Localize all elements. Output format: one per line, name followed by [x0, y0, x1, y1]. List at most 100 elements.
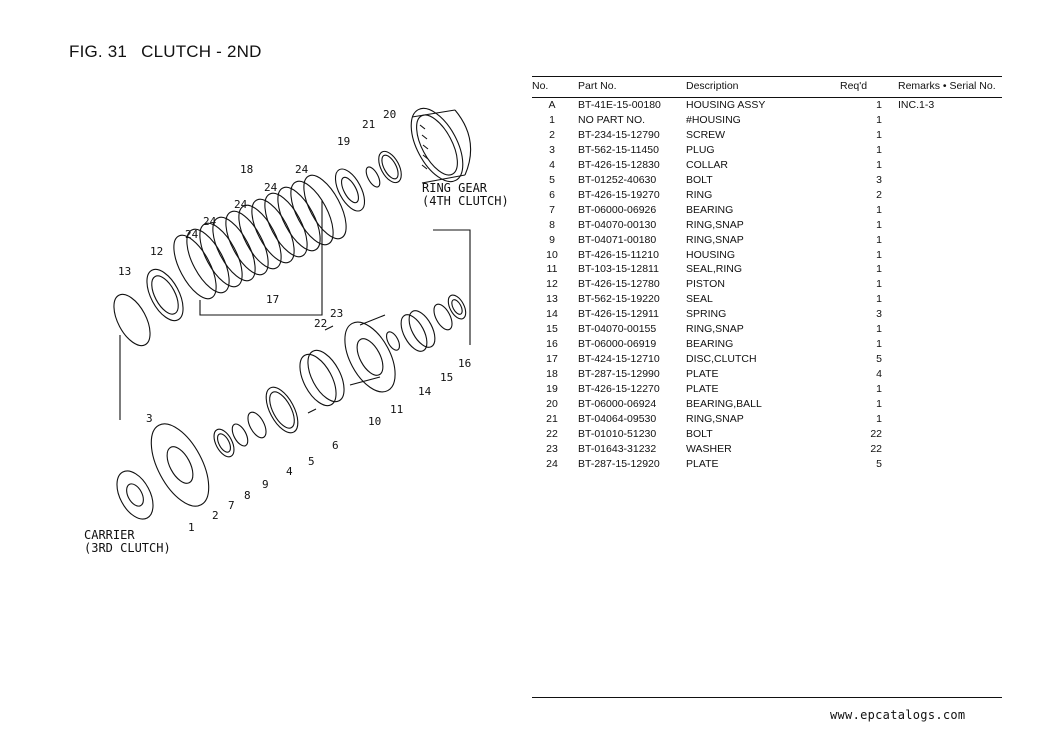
cell-no: 3 [549, 143, 555, 156]
cell-description: RING,SNAP [686, 218, 744, 231]
cell-reqd: 1 [876, 233, 882, 246]
cell-description: RING,SNAP [686, 323, 744, 336]
cell-remarks [882, 233, 1002, 248]
cell-remarks [882, 173, 1002, 188]
cell-reqd: 1 [876, 323, 882, 336]
cell-no: 20 [546, 398, 558, 411]
cell-part-no: BT-426-15-12270 [578, 383, 660, 396]
cell-description: COLLAR [686, 158, 729, 171]
cell-no: 13 [546, 293, 558, 306]
callout-2: 2 [212, 509, 219, 522]
callout-24-e: 24 [295, 163, 309, 176]
cell-remarks [882, 397, 1002, 412]
cell-part-no: BT-04064-09530 [578, 413, 657, 426]
cell-no: 6 [549, 188, 555, 201]
cell-description: SCREW [686, 128, 726, 141]
cell-description: RING,SNAP [686, 413, 744, 426]
cell-remarks [882, 292, 1002, 307]
cell-no: 10 [546, 248, 558, 261]
site-url: www.epcatalogs.com [830, 708, 966, 722]
cell-part-no: BT-06000-06919 [578, 338, 657, 351]
callout-24-b: 24 [203, 215, 217, 228]
cell-reqd: 1 [876, 413, 882, 426]
parts-table-header: No. Part No. Description Req'd Remarks •… [532, 76, 1002, 98]
cell-no: 22 [546, 427, 558, 440]
exploded-view-diagram: 13 12 24 24 24 24 24 18 19 21 20 17 22 2… [84, 107, 509, 555]
cell-remarks [882, 382, 1002, 397]
callout-1: 1 [188, 521, 195, 534]
cell-description: SEAL [686, 293, 713, 306]
carrier-label-1: CARRIER [84, 528, 135, 542]
clutch-pack-drawing [173, 174, 347, 300]
callout-9: 9 [262, 478, 269, 491]
cell-no: 14 [546, 308, 558, 321]
cell-part-no: BT-287-15-12920 [578, 457, 660, 470]
cell-remarks [882, 203, 1002, 218]
cell-part-no: BT-426-15-12780 [578, 278, 660, 291]
cell-part-no: BT-426-15-19270 [578, 188, 660, 201]
callout-16: 16 [458, 357, 471, 370]
cell-no: 17 [546, 353, 558, 366]
cell-description: RING [686, 188, 713, 201]
cell-description: BOLT [686, 173, 713, 186]
cell-description: BEARING [686, 203, 734, 216]
callout-10: 10 [368, 415, 381, 428]
cell-remarks [882, 158, 1002, 173]
cell-part-no: BT-41E-15-00180 [578, 99, 661, 111]
cell-no: 11 [546, 263, 558, 276]
header-part-no: Part No. [578, 79, 617, 92]
cell-part-no: BT-234-15-12790 [578, 128, 660, 141]
cell-reqd: 3 [876, 173, 882, 186]
cell-remarks [882, 113, 1002, 128]
cell-no: 12 [546, 278, 558, 291]
cell-description: RING,SNAP [686, 233, 744, 246]
callout-24-d: 24 [264, 181, 278, 194]
cell-remarks [882, 442, 1002, 457]
cell-part-no: BT-287-15-12990 [578, 368, 660, 381]
cell-no: 16 [546, 338, 558, 351]
cell-remarks [882, 457, 1002, 472]
ring-gear-label-1: RING GEAR [422, 181, 488, 195]
cell-no: 9 [549, 233, 555, 246]
cell-remarks [882, 128, 1002, 143]
header-reqd: Req'd [840, 79, 868, 92]
cell-description: PISTON [686, 278, 725, 291]
cell-part-no: BT-426-15-12911 [578, 308, 659, 321]
cell-no: 5 [549, 173, 555, 186]
cell-remarks [882, 367, 1002, 382]
cell-reqd: 1 [876, 338, 882, 351]
cell-no: 4 [549, 158, 555, 171]
cell-reqd: 1 [876, 99, 882, 111]
callout-5: 5 [308, 455, 315, 468]
cell-part-no: BT-01010-51230 [578, 427, 657, 440]
cell-description: DISC,CLUTCH [686, 353, 757, 366]
callout-7: 7 [228, 499, 235, 512]
housing-drawing [344, 314, 396, 393]
cell-part-no: BT-01643-31232 [578, 442, 657, 455]
cell-reqd: 22 [870, 442, 882, 455]
parts-table: No. Part No. Description Req'd Remarks •… [532, 76, 1002, 472]
cell-reqd: 1 [876, 218, 882, 231]
cell-part-no: BT-06000-06924 [578, 398, 657, 411]
cell-part-no: BT-562-15-11450 [578, 143, 659, 156]
cell-part-no: BT-103-15-12811 [578, 263, 659, 276]
